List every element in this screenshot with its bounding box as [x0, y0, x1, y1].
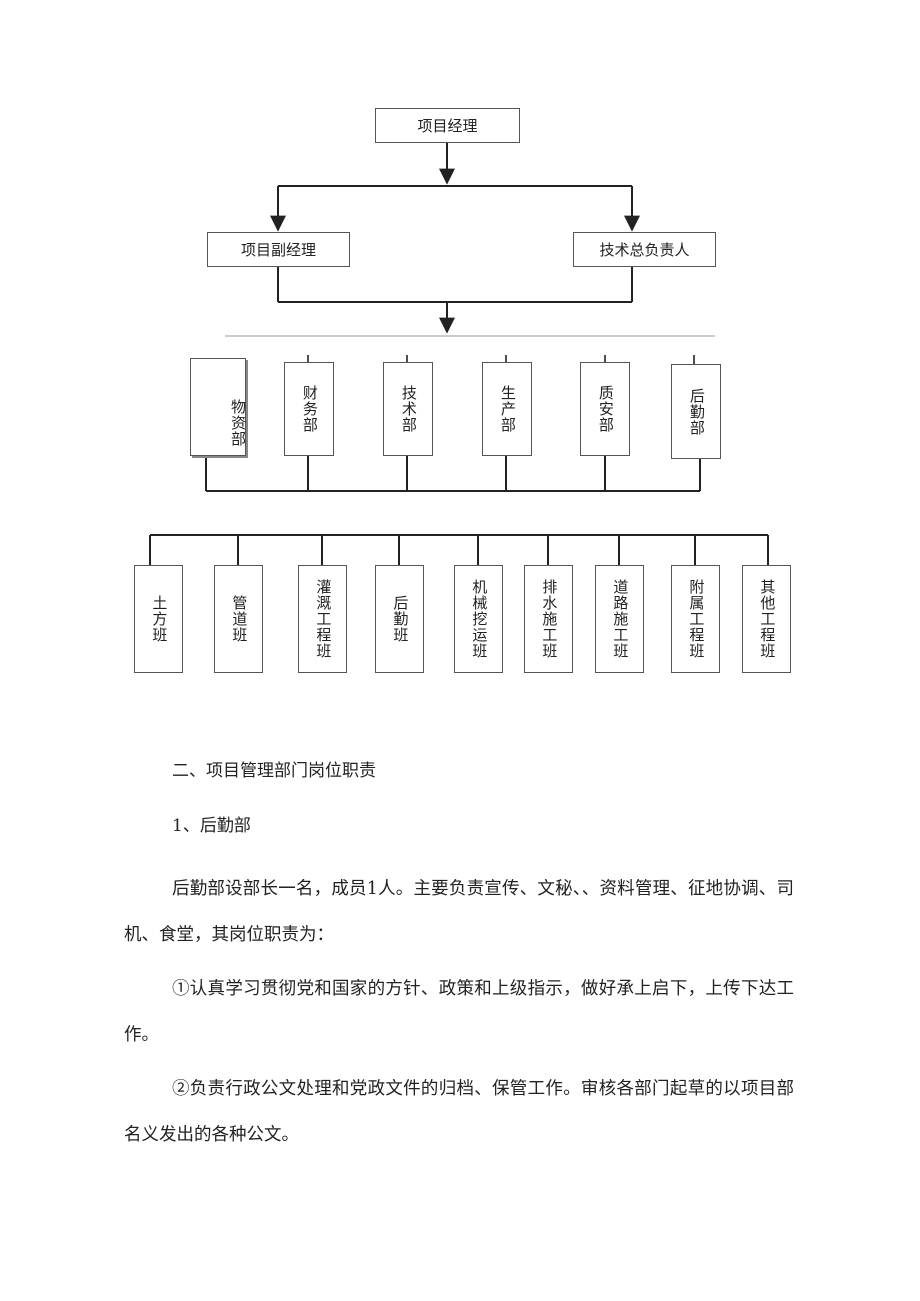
paragraph: 后勤部设部长一名，成员1人。主要负责宣传、文秘、、资料管理、征地协调、司机、食堂…	[124, 879, 794, 945]
section-heading: 二、项目管理部门岗位职责	[172, 761, 376, 781]
node-project-manager: 项目经理	[375, 108, 520, 143]
node-dept-materials: 物资部	[190, 358, 246, 456]
node-team-irrigation: 灌溉工程班	[298, 565, 347, 673]
paragraph: ②负责行政公文处理和党政文件的归档、保管工作。审核各部门起草的以项目部名义发出的…	[124, 1079, 794, 1145]
node-team-machinery: 机械挖运班	[454, 565, 503, 673]
node-team-other: 其他工程班	[742, 565, 791, 673]
paragraph: ①认真学习贯彻党和国家的方针、政策和上级指示，做好承上启下，上传下达工作。	[124, 979, 794, 1045]
node-dept-production: 生产部	[482, 362, 532, 456]
node-dept-quality-safety: 质安部	[580, 362, 630, 456]
node-team-earthwork: 土方班	[134, 565, 183, 673]
node-deputy-manager: 项目副经理	[207, 232, 350, 267]
node-team-logistics: 后勤班	[375, 565, 424, 673]
org-chart-connectors	[149, 142, 769, 565]
node-dept-technical: 技术部	[383, 362, 433, 456]
node-team-ancillary: 附属工程班	[671, 565, 720, 673]
node-team-road: 道路施工班	[595, 565, 644, 673]
subsection-heading: 1、后勤部	[172, 816, 251, 836]
dept-label: 物资部	[229, 399, 246, 447]
node-dept-logistics: 后勤部	[671, 364, 721, 459]
node-technical-lead: 技术总负责人	[573, 232, 716, 267]
node-team-drainage: 排水施工班	[524, 565, 573, 673]
node-dept-finance: 财务部	[284, 362, 334, 456]
node-team-pipeline: 管道班	[214, 565, 263, 673]
